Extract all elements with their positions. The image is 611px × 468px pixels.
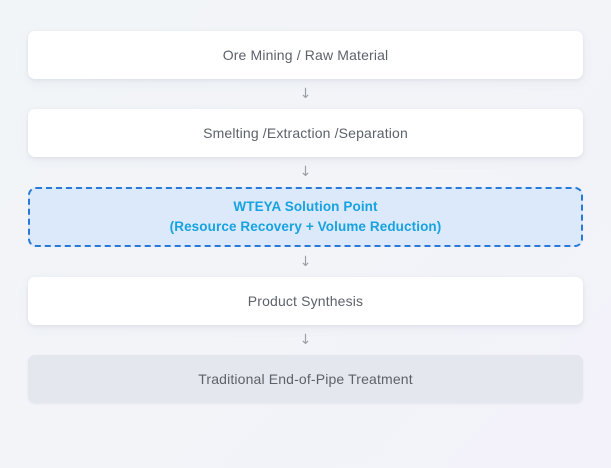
flow-node-ore-mining[interactable]: Ore Mining / Raw Material xyxy=(28,31,583,79)
flow-node-traditional-treatment[interactable]: Traditional End-of-Pipe Treatment xyxy=(28,355,583,403)
flow-node-title: WTEYA Solution Point xyxy=(233,199,378,215)
flow-node-label: Product Synthesis xyxy=(247,292,364,309)
arrow-down-icon: ↓ xyxy=(299,86,312,102)
flow-node-label: Ore Mining / Raw Material xyxy=(222,46,389,63)
flow-node-label: Smelting /Extraction /Separation xyxy=(203,124,408,141)
flow-connector-4: ↓ xyxy=(28,325,583,355)
flow-node-wteya-solution-point[interactable]: WTEYA Solution Point (Resource Recovery … xyxy=(28,187,583,247)
flow-node-product-synthesis[interactable]: Product Synthesis xyxy=(28,277,583,325)
flow-node-label: Traditional End-of-Pipe Treatment xyxy=(198,370,413,387)
flow-connector-1: ↓ xyxy=(28,79,583,109)
flow-connector-3: ↓ xyxy=(28,247,583,277)
arrow-down-icon: ↓ xyxy=(299,164,312,180)
arrow-down-icon: ↓ xyxy=(299,254,312,270)
flow-connector-2: ↓ xyxy=(28,157,583,187)
flow-node-subtitle: (Resource Recovery + Volume Reduction) xyxy=(169,219,442,234)
flow-node-smelting[interactable]: Smelting /Extraction /Separation xyxy=(28,109,583,157)
arrow-down-icon: ↓ xyxy=(299,332,312,348)
